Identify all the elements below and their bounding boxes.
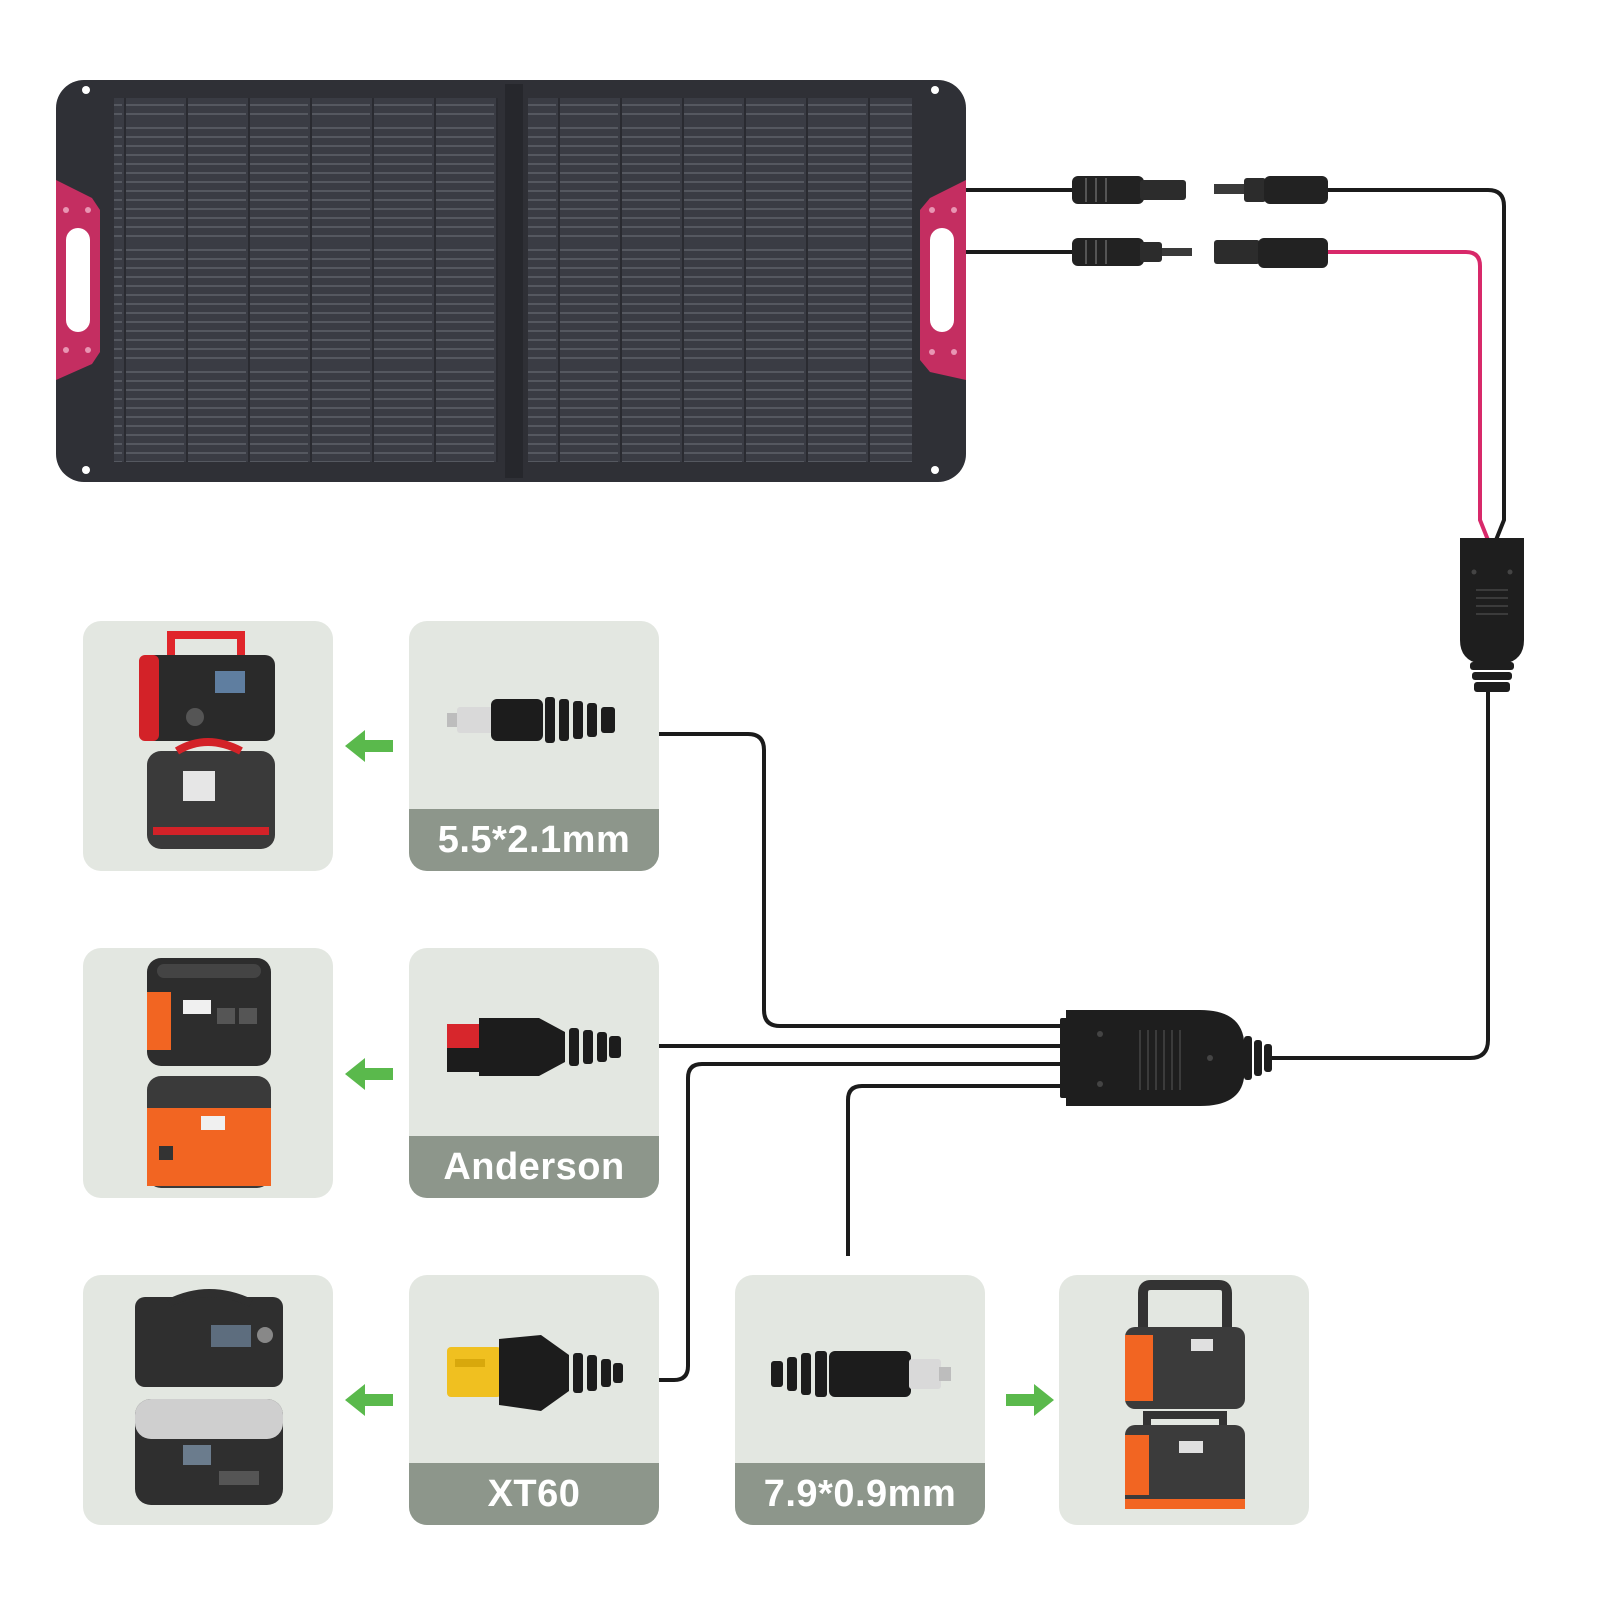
device-card-3: [83, 1275, 333, 1525]
device-card-1: [83, 621, 333, 871]
mc4-connector-top-left: [1072, 176, 1186, 204]
arrow-right-icon: [1006, 1384, 1054, 1416]
anderson-plug-icon: [447, 1018, 621, 1076]
mc4-connector-top-right: [1214, 176, 1328, 204]
right-handle: [920, 180, 966, 380]
connector-card-xt60: XT60: [409, 1275, 659, 1525]
arrow-left-icon: [345, 1058, 393, 1090]
y-adapter-block: [1460, 538, 1524, 692]
power-station-icon: [1125, 1280, 1245, 1509]
power-station-icon: [135, 1289, 283, 1505]
connector-card-5521: 5.5*2.1mm: [409, 621, 659, 871]
power-station-icon: [139, 631, 275, 849]
power-station-icon: [147, 958, 271, 1188]
arrow-left-icon: [345, 1384, 393, 1416]
connector-label: 7.9*0.9mm: [735, 1463, 985, 1525]
left-handle: [56, 180, 100, 380]
dc-plug-icon: [447, 697, 615, 743]
mc4-connector-bottom-left: [1072, 238, 1192, 266]
dc-plug-icon: [771, 1351, 951, 1397]
splitter-block: [1060, 1010, 1272, 1106]
mc4-connector-bottom-right: [1214, 238, 1328, 268]
connector-label: XT60: [409, 1463, 659, 1525]
connector-card-7909: 7.9*0.9mm: [735, 1275, 985, 1525]
device-card-2: [83, 948, 333, 1198]
arrow-left-icon: [345, 730, 393, 762]
xt60-plug-icon: [447, 1335, 623, 1411]
connector-card-anderson: Anderson: [409, 948, 659, 1198]
solar-panel: [56, 80, 966, 482]
connector-label: 5.5*2.1mm: [409, 809, 659, 871]
connector-label: Anderson: [409, 1136, 659, 1198]
device-card-4: [1059, 1275, 1309, 1525]
